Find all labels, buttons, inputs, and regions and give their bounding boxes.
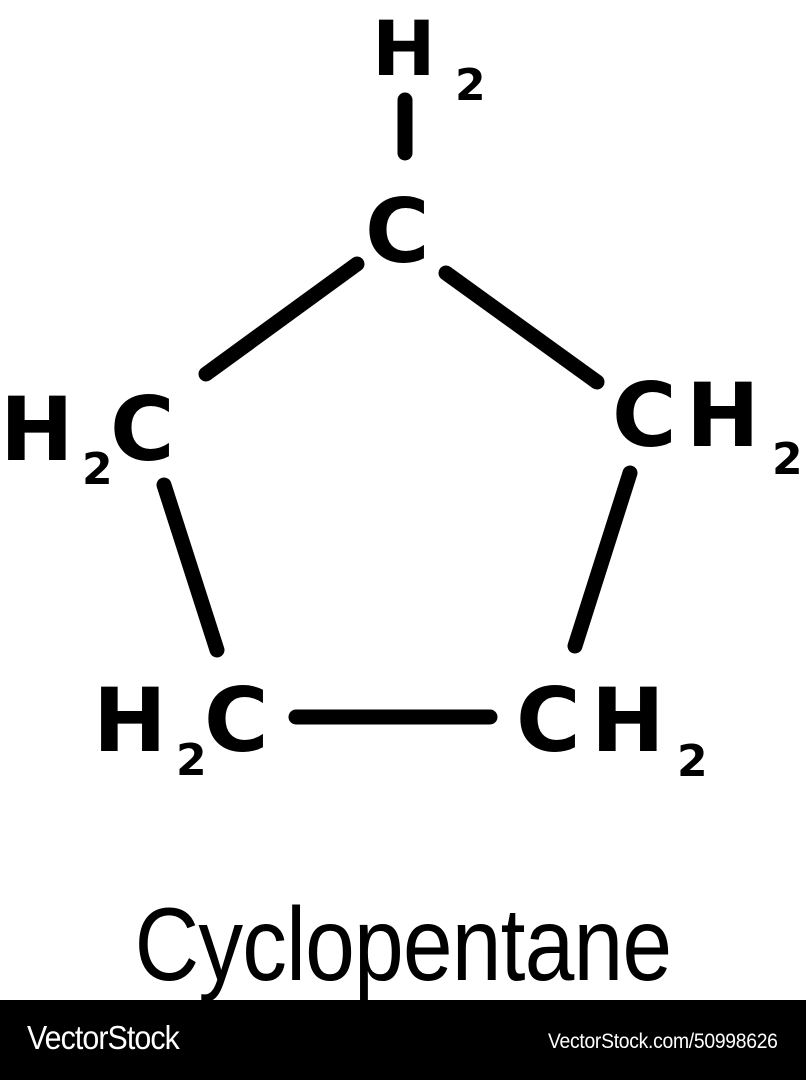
footer-bar: VectorStock VectorStock.com/50998626 — [0, 1000, 806, 1080]
h-label: H — [0, 378, 74, 481]
h-label: H — [591, 669, 665, 772]
c-label: C — [516, 669, 581, 772]
bond-top-left — [198, 256, 365, 382]
subscript-2: 2 — [772, 434, 803, 485]
c-label: C — [204, 669, 269, 772]
atom-right-lower-ch2: C H 2 — [516, 669, 708, 787]
subscript-2: 2 — [677, 736, 708, 787]
h-label: H — [93, 669, 167, 772]
atom-left-lower-h2c: H 2 C — [93, 669, 269, 786]
c-label: C — [612, 364, 677, 467]
bonds — [156, 92, 638, 725]
compound-name: Cyclopentane — [134, 887, 672, 1003]
c-label: C — [110, 378, 175, 481]
h-label: H — [686, 364, 760, 467]
atom-right-upper-ch2: C H 2 — [612, 364, 803, 485]
atom-top-c: C — [365, 180, 430, 283]
subscript-2: 2 — [455, 60, 486, 111]
atom-left-upper-h2c: H 2 C — [0, 378, 175, 495]
bond-right-side — [567, 465, 638, 654]
bond-top-right — [438, 265, 605, 390]
image-reference: VectorStock.com/50998626 — [548, 1030, 778, 1053]
brand-logo: VectorStock — [27, 1019, 180, 1056]
atom-top-h2: H 2 — [372, 4, 486, 111]
subscript-2: 2 — [176, 735, 207, 786]
c-label: C — [365, 180, 430, 283]
h-label: H — [372, 4, 436, 93]
bond-left-side — [156, 477, 225, 658]
subscript-2: 2 — [82, 444, 113, 495]
